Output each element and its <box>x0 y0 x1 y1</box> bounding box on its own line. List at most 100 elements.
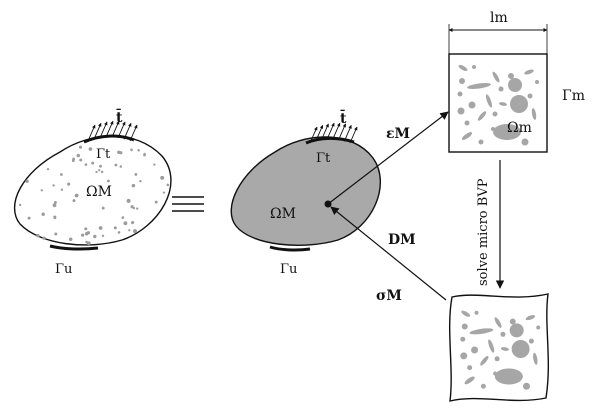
inclusion <box>510 95 528 113</box>
tangent-label: DM <box>388 232 416 248</box>
microstructure-dot <box>84 163 88 166</box>
microstructure-dot <box>91 161 95 165</box>
microstructure-dot <box>131 221 135 225</box>
microstructure-dot <box>80 233 85 237</box>
microstructure-dot <box>46 167 50 171</box>
microstructure-dot <box>95 170 98 174</box>
microstructure-dot <box>67 182 71 186</box>
microstructure-dot <box>107 179 110 183</box>
inclusion <box>464 376 475 385</box>
inclusion <box>460 336 466 342</box>
microstructure-dot <box>133 229 137 234</box>
equivalence-sign: ≡ <box>0 0 204 212</box>
inclusion <box>522 382 530 390</box>
microstructure-dot <box>160 175 165 180</box>
microstructure-dot <box>42 236 46 240</box>
microstructure-dot <box>123 221 128 226</box>
microstructure-dot <box>101 234 105 237</box>
traction-arrow <box>332 122 341 140</box>
microstructure-dot <box>40 189 43 192</box>
inclusion <box>474 310 479 315</box>
traction-arrow <box>99 121 108 139</box>
microstructure-dot <box>139 180 142 183</box>
mid-gamma-u-label: Γu <box>280 262 297 277</box>
inclusion <box>494 368 523 385</box>
microstructure-dot <box>131 183 136 188</box>
rve-inclusions <box>457 64 539 146</box>
microstructure-dot <box>86 241 91 246</box>
traction-arrow <box>309 126 318 144</box>
microstructure-dot <box>117 231 121 234</box>
traction-arrow <box>117 121 126 139</box>
left-displacement-boundary <box>49 244 99 251</box>
microstructure-dot <box>74 193 79 198</box>
microstructure-dot <box>128 229 131 232</box>
microstructure-dot <box>166 183 170 187</box>
inclusion <box>480 355 489 366</box>
inclusion <box>535 80 539 84</box>
inclusion <box>528 338 534 344</box>
traction-arrow <box>321 123 329 141</box>
stress-label: σM <box>376 288 402 304</box>
microstructure-dot <box>72 199 76 203</box>
inclusion <box>457 91 463 97</box>
microstructure-dot <box>121 216 125 219</box>
traction-arrow <box>111 120 120 138</box>
inclusion <box>467 365 473 371</box>
inclusion <box>468 101 476 109</box>
inclusion <box>459 78 465 84</box>
microstructure-dot <box>113 226 117 230</box>
microstructure-dot <box>101 206 105 210</box>
microstructure-dot <box>136 207 139 210</box>
inclusion <box>457 107 465 115</box>
microstructure-dot <box>18 203 22 207</box>
rve-omega-label: Ωm <box>507 120 532 136</box>
microstructure-dot <box>130 205 134 209</box>
microstructure-dot <box>36 234 40 238</box>
inclusion <box>498 86 504 92</box>
inclusion <box>499 102 507 106</box>
microstructure-dot <box>60 173 63 176</box>
microstructure-dot <box>53 201 57 204</box>
mid-omega-label: ΩM <box>270 206 296 222</box>
microstructure-dot <box>153 163 156 166</box>
inclusion <box>467 83 491 89</box>
inclusion <box>492 71 500 83</box>
mid-gamma-t-label: Γt <box>316 151 331 166</box>
inclusion <box>472 65 476 69</box>
inclusion <box>461 323 468 330</box>
microstructure-dot <box>154 200 158 204</box>
inclusion <box>464 120 470 126</box>
inclusion <box>521 138 529 146</box>
left-body-microstructure-dots <box>18 145 170 246</box>
inclusion <box>494 356 500 362</box>
inclusion <box>461 310 471 317</box>
inclusion <box>471 346 479 354</box>
traction-arrow <box>129 124 138 142</box>
microstructure-dot <box>134 172 138 176</box>
inclusion <box>531 108 537 120</box>
inclusion <box>511 340 530 358</box>
inclusion <box>478 139 484 145</box>
rve-undeformed: lm Ωm Γm <box>448 10 585 153</box>
microstructure-dot <box>52 203 57 208</box>
strain-down-arrow <box>327 111 449 205</box>
inclusion <box>494 317 502 328</box>
microstructure-dot <box>100 170 104 174</box>
left-traction-label: t̄ <box>116 107 123 126</box>
microstructure-dot <box>84 232 89 236</box>
microstructure-dot <box>54 232 58 236</box>
inclusion <box>525 315 536 321</box>
microstructure-dot <box>84 227 88 231</box>
left-macro-body: t̄ Γt ΩM Γu <box>13 107 172 277</box>
microstructure-dot <box>137 149 140 152</box>
inclusion <box>500 331 506 337</box>
microstructure-dot <box>25 179 29 183</box>
inclusion <box>500 347 509 351</box>
microstructure-dot <box>41 212 45 216</box>
inclusion <box>488 339 495 353</box>
microstructure-dot <box>76 153 80 158</box>
microstructure-dot <box>27 216 31 220</box>
microstructure-dot <box>119 165 123 168</box>
inclusion <box>524 69 534 75</box>
